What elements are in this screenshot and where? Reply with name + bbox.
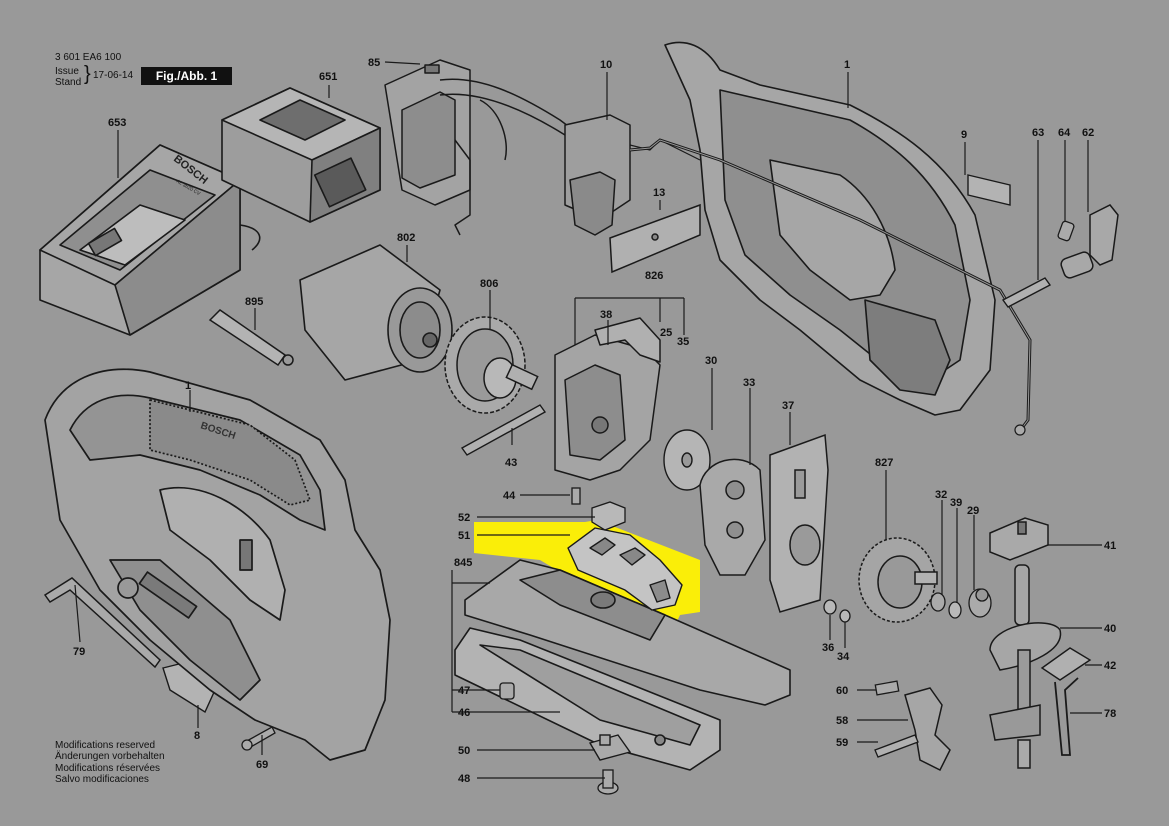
screw-47 [499, 682, 515, 700]
part-labels: 85 10 1 651 653 9 63 64 62 13 802 826 80… [73, 57, 1116, 785]
base-plate-845 [464, 559, 791, 706]
label-8: 8 [194, 730, 200, 742]
electronics-85 [384, 59, 601, 236]
small-parts-32-39-29 [823, 588, 992, 623]
label-79: 79 [73, 646, 85, 658]
label-44: 44 [503, 490, 516, 502]
label-43: 43 [505, 457, 517, 469]
charger-653: BOSCH AL 3620 CV [39, 144, 261, 336]
label-802: 802 [397, 232, 415, 244]
label-1-left: 1 [185, 380, 191, 392]
grease-tube-895 [208, 309, 294, 367]
guide-51 [567, 527, 683, 611]
screw-69 [241, 726, 276, 751]
lever-58 [904, 687, 951, 772]
motor-802 [299, 244, 453, 381]
label-651: 651 [319, 71, 337, 83]
wire-terminal [1014, 424, 1026, 436]
label-653: 653 [108, 117, 126, 129]
label-50: 50 [458, 745, 470, 757]
label-845: 845 [454, 557, 472, 569]
label-32: 32 [935, 489, 947, 501]
label-827: 827 [875, 457, 893, 469]
screw-48 [597, 769, 619, 795]
label-895: 895 [245, 296, 263, 308]
label-63: 63 [1032, 127, 1044, 139]
modifications-line-fr: Modifications réservées [55, 762, 161, 774]
label-30: 30 [705, 355, 717, 367]
label-42: 42 [1104, 660, 1116, 672]
label-64: 64 [1058, 127, 1071, 139]
label-9: 9 [961, 129, 967, 141]
slider-52 [591, 501, 626, 531]
clamp-50 [588, 734, 632, 761]
label-33: 33 [743, 377, 755, 389]
clip-42 [1040, 647, 1092, 681]
label-58: 58 [836, 715, 848, 727]
label-48: 48 [458, 773, 470, 785]
spring-78 [1054, 677, 1079, 756]
block-41 [989, 517, 1049, 561]
label-13: 13 [653, 187, 665, 199]
label-36: 36 [822, 642, 834, 654]
washer-30 [663, 429, 711, 491]
label-29: 29 [967, 505, 979, 517]
issue-label: Issue [55, 66, 79, 77]
cover-13 [609, 203, 701, 274]
issue-date: 17-06-14 [93, 70, 134, 81]
label-59: 59 [836, 737, 848, 749]
plate-37 [769, 433, 829, 613]
label-10: 10 [600, 59, 612, 71]
label-35: 35 [677, 336, 689, 348]
pin-63 [1001, 277, 1052, 308]
label-78: 78 [1104, 708, 1116, 720]
battery-651 [221, 87, 381, 223]
label-39: 39 [950, 497, 962, 509]
part-60 [874, 680, 900, 696]
modifications-line-de: Änderungen vorbehalten [55, 751, 165, 763]
modifications-line-en: Modifications reserved [55, 740, 156, 751]
label-51: 51 [458, 530, 470, 542]
tool-body-1 [44, 368, 391, 761]
modifications-notice: Modifications reserved Änderungen vorbeh… [55, 740, 165, 786]
label-52: 52 [458, 512, 470, 524]
label-38: 38 [600, 309, 612, 321]
allen-key-79 [43, 577, 161, 669]
pin-43 [460, 404, 547, 456]
gasket-33 [699, 458, 766, 576]
label-41: 41 [1104, 540, 1116, 552]
label-46: 46 [458, 707, 470, 719]
switch-10 [564, 114, 701, 236]
label-47: 47 [458, 685, 470, 697]
leader-lines [74, 61, 1102, 779]
doc-number: 3 601 EA6 100 [55, 52, 122, 63]
pin-59 [874, 734, 919, 758]
wire-inner [629, 139, 1031, 429]
gear-806 [444, 316, 539, 414]
label-62: 62 [1082, 127, 1094, 139]
modifications-line-es: Salvo modificaciones [55, 774, 149, 786]
stand-label: Stand [55, 77, 82, 88]
label-85: 85 [368, 57, 380, 69]
label-34: 34 [837, 651, 850, 663]
lever-assembly-40 [989, 564, 1062, 769]
lever-62 [1060, 204, 1119, 279]
label-25: 25 [660, 327, 672, 339]
gear-housing-826 [554, 317, 661, 481]
brace: } [84, 63, 91, 85]
label-69: 69 [256, 759, 268, 771]
label-826: 826 [645, 270, 663, 282]
figure-label: Fig./Abb. 1 [141, 67, 232, 85]
pin-44 [571, 487, 581, 505]
screw-64 [1057, 220, 1075, 242]
label-40: 40 [1104, 623, 1116, 635]
label-37: 37 [782, 400, 794, 412]
gear-827 [858, 537, 938, 623]
label-1-top: 1 [844, 59, 850, 71]
label-9 [967, 174, 1011, 206]
label-60: 60 [836, 685, 848, 697]
label-806: 806 [480, 278, 498, 290]
